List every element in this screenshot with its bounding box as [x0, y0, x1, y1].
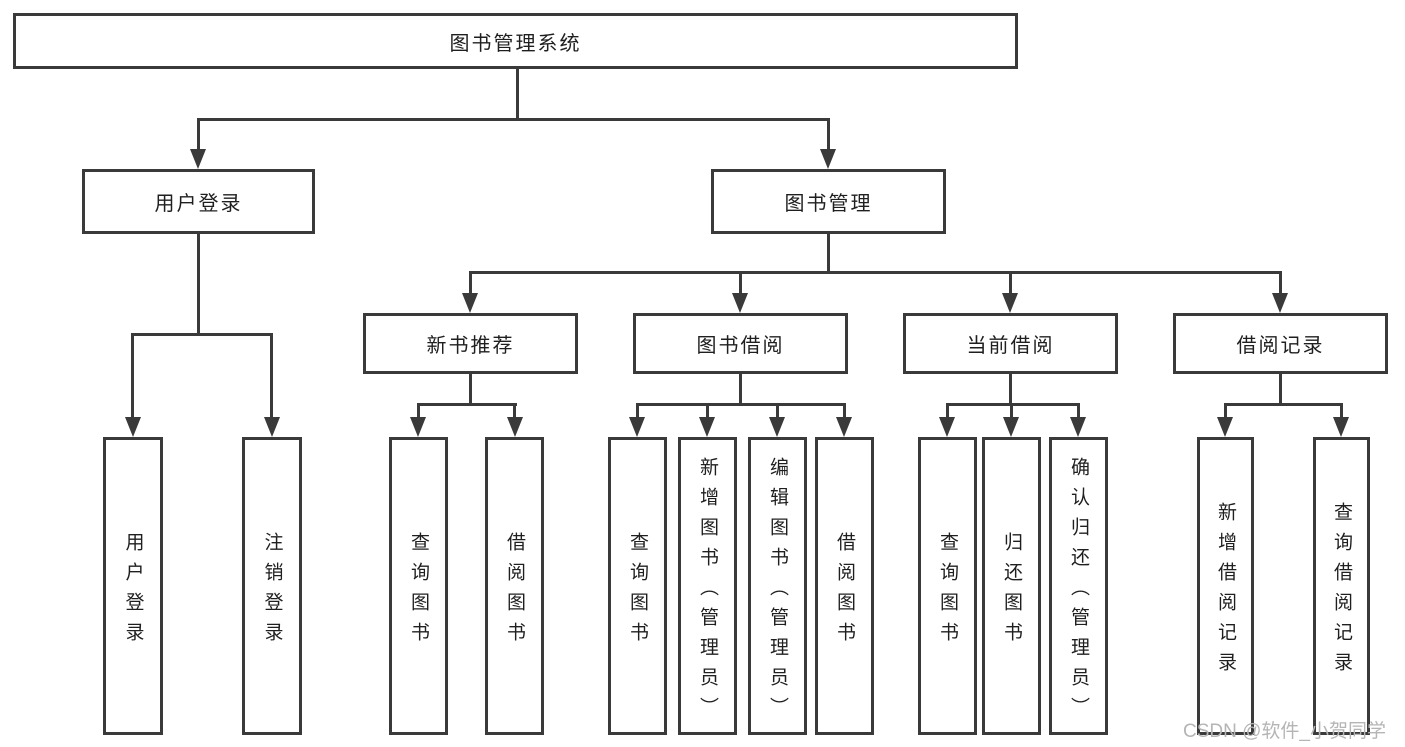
edge-segment — [843, 403, 846, 418]
arrowhead-down — [1217, 417, 1233, 437]
edge-segment — [946, 403, 1080, 406]
leaf-records-query-record: 查询借阅记录 — [1313, 437, 1370, 735]
arrowhead-down — [939, 417, 955, 437]
edge-segment — [1224, 403, 1343, 406]
edge-segment — [739, 271, 742, 295]
edge-segment — [1009, 374, 1012, 406]
node-book-management: 图书管理 — [711, 169, 946, 234]
leaf-borrow-query-books-label: 查询图书 — [627, 531, 648, 652]
arrowhead-down — [1272, 293, 1288, 313]
edge-segment — [197, 118, 200, 150]
leaf-current-return-books-label: 归还图书 — [1001, 531, 1022, 652]
arrowhead-down — [264, 417, 280, 437]
arrowhead-down — [190, 149, 206, 169]
edge-segment — [636, 403, 846, 406]
leaf-current-return-books: 归还图书 — [982, 437, 1041, 735]
arrowhead-down — [1333, 417, 1349, 437]
edge-segment — [417, 403, 420, 418]
node-new-book-recommend: 新书推荐 — [363, 313, 578, 374]
edge-segment — [1340, 403, 1343, 418]
leaf-user-login-label: 用户登录 — [122, 531, 144, 652]
edge-segment — [1279, 271, 1282, 295]
arrowhead-down — [836, 417, 852, 437]
arrowhead-down — [462, 293, 478, 313]
edge-segment — [827, 234, 830, 272]
leaf-records-add-record: 新增借阅记录 — [1197, 437, 1254, 735]
arrowhead-down — [1070, 417, 1086, 437]
arrowhead-down — [699, 417, 715, 437]
arrowhead-down — [125, 417, 141, 437]
node-borrow-records: 借阅记录 — [1173, 313, 1388, 374]
leaf-current-confirm-return-admin-label: 确认归还（管理员） — [1068, 456, 1089, 727]
node-book-borrow-label: 图书借阅 — [696, 335, 785, 357]
node-user-login: 用户登录 — [82, 169, 315, 234]
node-current-borrow-label: 当前借阅 — [966, 335, 1055, 357]
arrowhead-down — [507, 417, 523, 437]
edge-segment — [946, 403, 949, 418]
edge-segment — [1077, 403, 1080, 418]
arrowhead-down — [769, 417, 785, 437]
leaf-newbook-query-books-label: 查询图书 — [408, 531, 429, 652]
edge-segment — [739, 374, 742, 406]
edge-segment — [1224, 403, 1227, 418]
leaf-borrow-borrow-books-label: 借阅图书 — [834, 531, 855, 652]
node-book-borrow: 图书借阅 — [633, 313, 848, 374]
arrowhead-down — [410, 417, 426, 437]
edge-segment — [1010, 403, 1013, 418]
edge-segment — [1279, 374, 1282, 406]
edge-segment — [636, 403, 639, 418]
leaf-borrow-edit-books-admin: 编辑图书（管理员） — [748, 437, 807, 735]
leaf-borrow-query-books: 查询图书 — [608, 437, 667, 735]
leaf-logout: 注销登录 — [242, 437, 302, 735]
arrowhead-down — [732, 293, 748, 313]
csdn-watermark: CSDN @软件_小贺同学 — [1183, 721, 1386, 742]
leaf-logout-label: 注销登录 — [261, 531, 283, 652]
edge-segment — [197, 234, 200, 335]
arrowhead-down — [1002, 293, 1018, 313]
leaf-borrow-edit-books-admin-label: 编辑图书（管理员） — [767, 456, 788, 727]
edge-segment — [706, 403, 709, 418]
leaf-borrow-borrow-books: 借阅图书 — [815, 437, 874, 735]
leaf-records-add-record-label: 新增借阅记录 — [1215, 501, 1236, 682]
arrowhead-down — [629, 417, 645, 437]
leaf-borrow-add-books-admin: 新增图书（管理员） — [678, 437, 737, 735]
leaf-newbook-borrow-books: 借阅图书 — [485, 437, 544, 735]
node-user-login-label: 用户登录 — [154, 193, 243, 215]
edge-segment — [513, 403, 516, 418]
leaf-newbook-query-books: 查询图书 — [389, 437, 448, 735]
edge-segment — [776, 403, 779, 418]
edge-segment — [516, 66, 519, 119]
node-new-book-recommend-label: 新书推荐 — [426, 335, 515, 357]
edge-segment — [469, 271, 472, 295]
arrowhead-down — [820, 149, 836, 169]
edge-segment — [131, 333, 134, 419]
edge-segment — [197, 118, 830, 121]
edge-segment — [827, 118, 830, 150]
edge-segment — [417, 403, 517, 406]
node-current-borrow: 当前借阅 — [903, 313, 1118, 374]
edge-segment — [1009, 271, 1012, 295]
leaf-current-query-books: 查询图书 — [918, 437, 977, 735]
node-borrow-records-label: 借阅记录 — [1236, 335, 1325, 357]
arrowhead-down — [1003, 417, 1019, 437]
leaf-borrow-add-books-admin-label: 新增图书（管理员） — [697, 456, 718, 727]
leaf-records-query-record-label: 查询借阅记录 — [1331, 501, 1352, 682]
leaf-current-confirm-return-admin: 确认归还（管理员） — [1049, 437, 1108, 735]
leaf-user-login: 用户登录 — [103, 437, 163, 735]
edge-segment — [131, 333, 273, 336]
edge-segment — [270, 333, 273, 419]
edge-segment — [469, 271, 1282, 274]
leaf-current-query-books-label: 查询图书 — [937, 531, 958, 652]
node-root: 图书管理系统 — [13, 13, 1018, 69]
node-book-management-label: 图书管理 — [784, 193, 873, 215]
edge-segment — [469, 374, 472, 406]
leaf-newbook-borrow-books-label: 借阅图书 — [504, 531, 525, 652]
node-root-label: 图书管理系统 — [449, 32, 582, 55]
